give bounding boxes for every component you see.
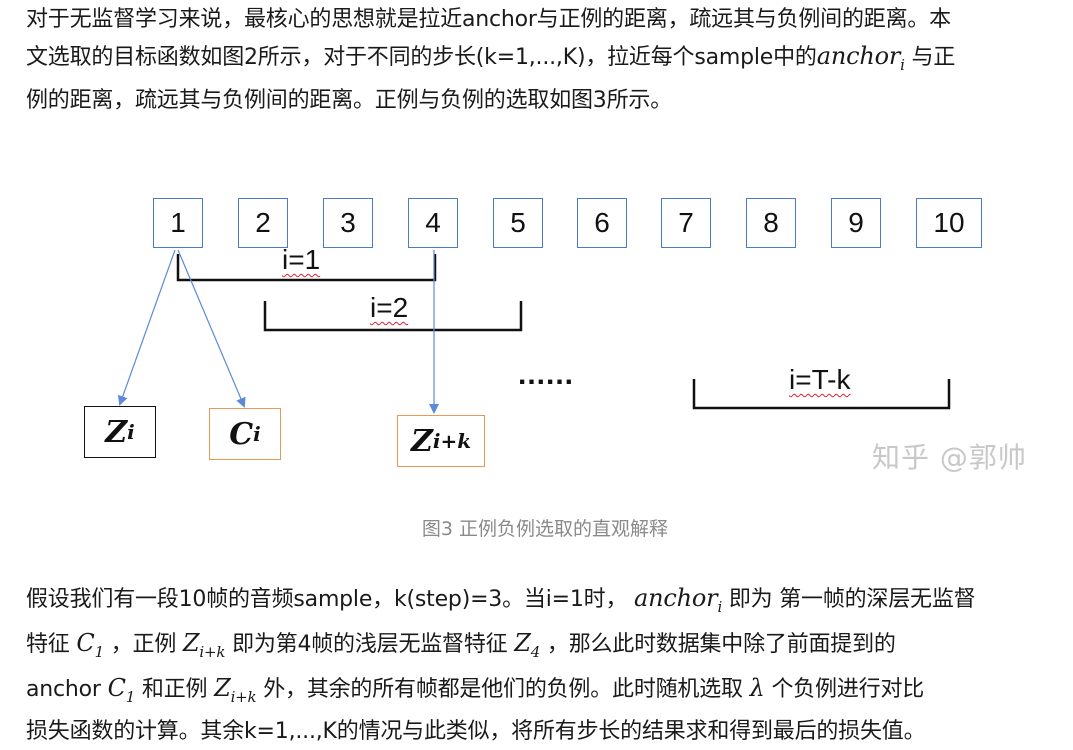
explanation-line-2: 特征 C1 ，正例 Zi+k 即为第4帧的浅层无监督特征 Z4 ，那么此时数据集… bbox=[26, 628, 896, 661]
figure-lines bbox=[117, 249, 951, 414]
frame-box: 6 bbox=[577, 198, 627, 248]
explanation-line-1: 假设我们有一段10帧的音频sample，k(step)=3。当i=1时， anc… bbox=[26, 584, 976, 616]
frame-box: 2 bbox=[238, 198, 288, 248]
intro-line-2-tail: 与正 bbox=[911, 45, 956, 70]
intro-line-2: 文选取的目标函数如图2所示，对于不同的步长(k=1,...,K)，拉近每个sam… bbox=[26, 38, 1056, 83]
intro-line-2-text: 文选取的目标函数如图2所示，对于不同的步长(k=1,...,K)，拉近每个sam… bbox=[26, 45, 817, 70]
ellipsis: ...... bbox=[518, 358, 575, 391]
arrow-to-zi bbox=[117, 249, 176, 406]
anchor-math: anchori bbox=[816, 42, 905, 74]
bracket-label-i1: i=1 bbox=[282, 244, 321, 275]
zhihu-watermark: 知乎 @郭帅 bbox=[872, 441, 1027, 474]
frame-box: 8 bbox=[746, 198, 796, 248]
frame-box: 9 bbox=[831, 198, 881, 248]
intro-paragraph: 对于无监督学习来说，最核心的思想就是拉近anchor与正例的距离，疏远其与负例间… bbox=[26, 2, 1056, 119]
intro-line-3: 例的距离，疏远其与负例间的距离。正例与负例的选取如图3所示。 bbox=[26, 87, 672, 113]
frame-box: 10 bbox=[916, 198, 982, 248]
frame-box: 7 bbox=[661, 198, 711, 248]
explanation-line-4: 损失函数的计算。其余k=1,...,K的情况与此类似，将所有步长的结果求和得到最… bbox=[26, 719, 926, 745]
arrow-to-ci bbox=[177, 249, 246, 408]
intro-line-1: 对于无监督学习来说，最核心的思想就是拉近anchor与正例的距离，疏远其与负例间… bbox=[26, 7, 951, 32]
explanation-paragraph: 假设我们有一段10帧的音频sample，k(step)=3。当i=1时， anc… bbox=[26, 580, 1056, 750]
figure-3: 1 2 3 4 5 6 7 8 9 10 i=1 i=2 i=T-k .....… bbox=[0, 150, 1073, 550]
bracket-label-itk: i=T-k bbox=[789, 364, 851, 395]
explanation-line-3: anchor C1 和正例 Zi+k 外，其余的所有帧都是他们的负例。此时随机选… bbox=[26, 673, 925, 706]
figure-caption: 图3 正例负例选取的直观解释 bbox=[421, 518, 669, 540]
bracket-itk bbox=[692, 379, 951, 410]
frame-box: 3 bbox=[323, 198, 373, 248]
frame-box: 5 bbox=[493, 198, 543, 248]
bracket-i1 bbox=[176, 254, 437, 282]
bracket-label-i2: i=2 bbox=[370, 292, 409, 323]
frame-box: 1 bbox=[153, 198, 203, 248]
frame-box: 4 bbox=[408, 198, 458, 248]
bracket-i2 bbox=[263, 301, 523, 332]
